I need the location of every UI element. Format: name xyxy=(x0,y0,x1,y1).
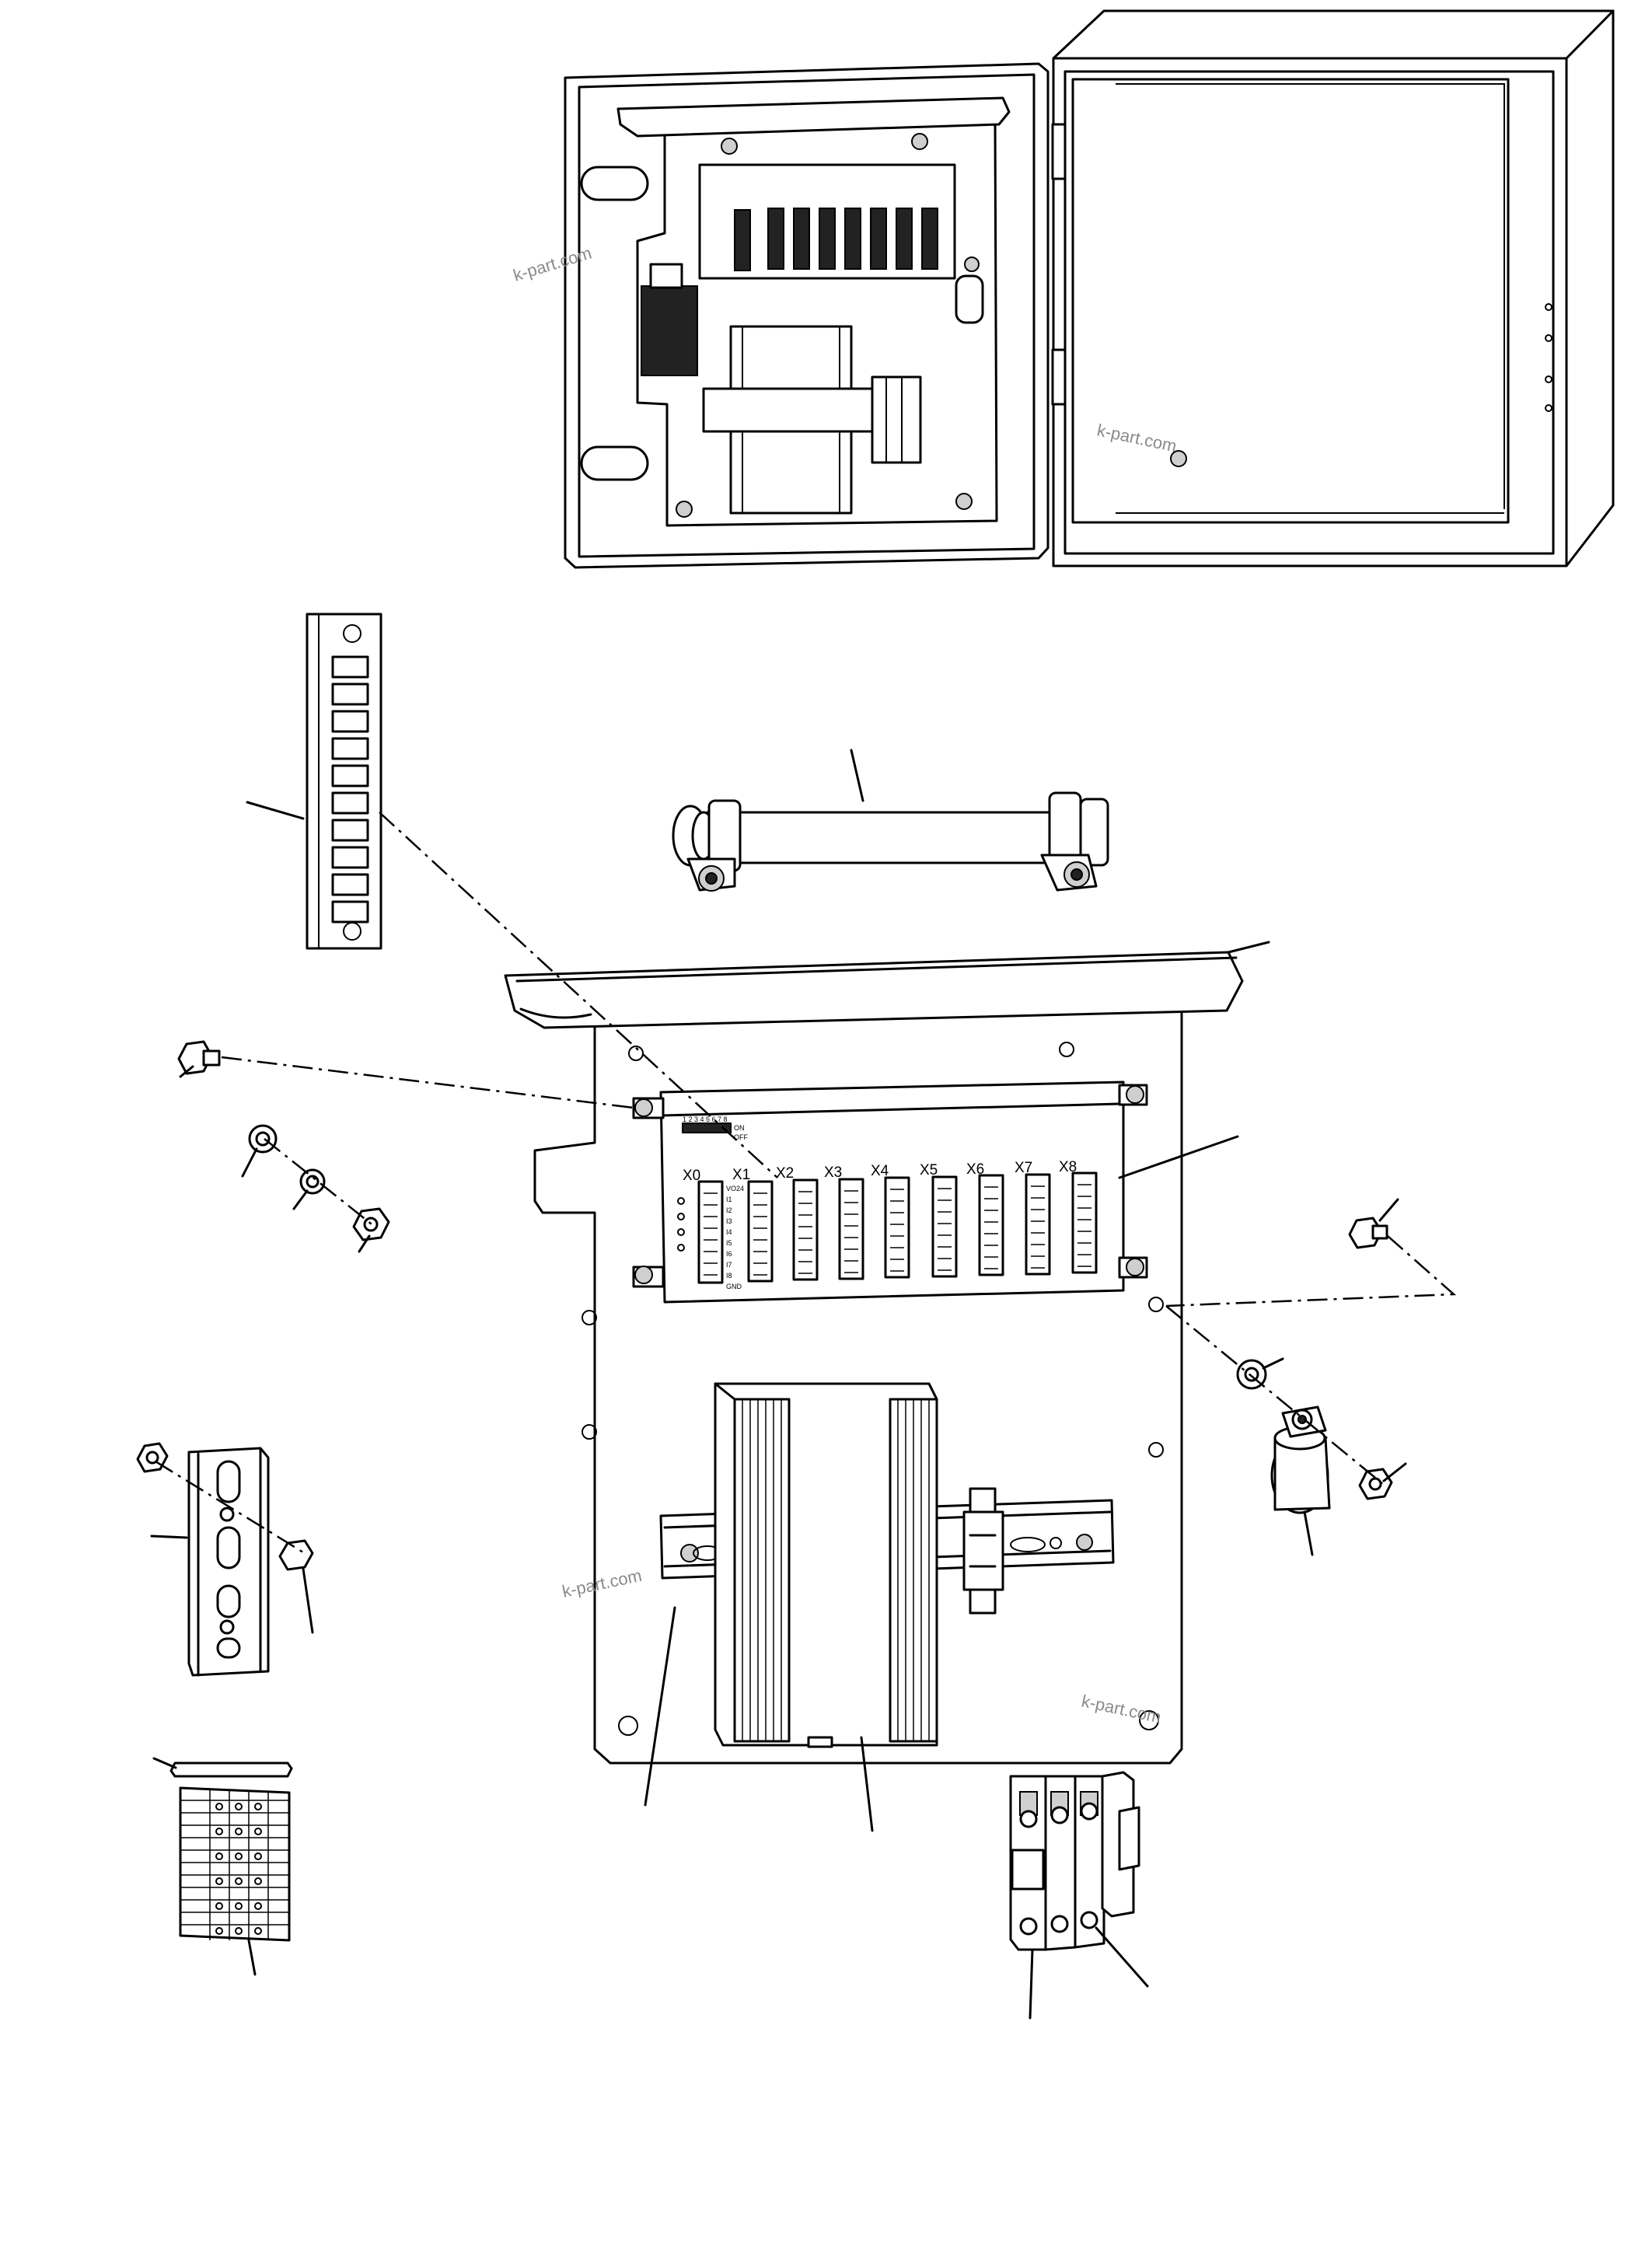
leader-screw xyxy=(302,1567,314,1634)
leader-terminal-strip xyxy=(246,801,305,820)
dip-on-label: ON xyxy=(734,1124,745,1132)
nut-right-part xyxy=(1358,1468,1393,1500)
dip-off-label: OFF xyxy=(734,1133,748,1141)
connector-label-x8: X8 xyxy=(1059,1159,1077,1175)
din-rail-part xyxy=(136,1442,314,1677)
leader-spring-washer xyxy=(292,1189,309,1210)
dip-switch: 1 2 3 4 5 6 7 8 ON OFF xyxy=(682,1116,748,1141)
leader-terminal-end xyxy=(1095,1926,1149,1988)
leader-washer-right xyxy=(1262,1357,1284,1370)
marker-strip-part xyxy=(169,1761,293,1942)
terminal-strip-part xyxy=(306,613,382,950)
washer-large-part xyxy=(248,1124,278,1154)
tube-clamp-part xyxy=(672,791,1109,892)
leader-din-rail xyxy=(150,1535,188,1539)
power-supply-part xyxy=(714,1382,938,1748)
pin-label: GND xyxy=(726,1283,742,1290)
fastener-set-left xyxy=(177,1040,390,1241)
leader-circuit-breaker xyxy=(1029,1948,1034,2020)
end-stop-part xyxy=(962,1487,1004,1615)
connector-blocks xyxy=(697,1171,1098,1284)
pin-label: I6 xyxy=(726,1250,732,1258)
leader-bolt-right xyxy=(1378,1198,1399,1222)
pin-label: I5 xyxy=(726,1239,732,1247)
spring-washer-part xyxy=(299,1168,326,1195)
io-module-part: 1 2 3 4 5 6 7 8 ON OFF X0 X1 X2 X3 X4 X5… xyxy=(632,1081,1148,1304)
connector-label-x5: X5 xyxy=(920,1162,938,1178)
pin-label: VO24 xyxy=(726,1185,744,1192)
connector-label-x6: X6 xyxy=(966,1161,984,1178)
leader-washer-large xyxy=(241,1147,258,1178)
status-leds xyxy=(677,1197,685,1252)
terminal-end-part xyxy=(1101,1771,1140,1918)
bolt-part xyxy=(177,1040,221,1075)
connector-label-x3: X3 xyxy=(824,1164,842,1181)
connector-label-x4: X4 xyxy=(871,1163,889,1179)
connector-label-x0: X0 xyxy=(683,1168,700,1184)
bolt-right-part xyxy=(1348,1217,1388,1249)
enclosure-assembly xyxy=(564,9,1615,569)
circuit-breaker-part xyxy=(1009,1775,1105,1951)
leader-marker-cover xyxy=(152,1757,177,1769)
connector-label-x2: X2 xyxy=(776,1165,794,1182)
enclosure-body xyxy=(1051,9,1615,567)
leader-power-supply xyxy=(860,1736,874,1832)
connector-label-x1: X1 xyxy=(732,1167,750,1183)
assembly-guides xyxy=(155,812,1457,1556)
leader-marker-strip xyxy=(247,1939,257,1976)
leader-rain-hood xyxy=(1227,941,1270,954)
pin-label: I8 xyxy=(726,1272,732,1280)
pin-label: I4 xyxy=(726,1228,732,1236)
dip-numbers: 1 2 3 4 5 6 7 8 xyxy=(683,1116,728,1123)
pin-label: I7 xyxy=(726,1261,732,1269)
connector-label-x7: X7 xyxy=(1015,1160,1032,1176)
pin-label: I3 xyxy=(726,1217,732,1225)
leader-cable-clamp xyxy=(1303,1510,1314,1556)
enclosure-door xyxy=(564,62,1050,569)
leader-bolt xyxy=(179,1065,194,1078)
pin-label: I1 xyxy=(726,1196,732,1203)
door-module-slots xyxy=(734,208,938,271)
fastener-set-right xyxy=(1236,1217,1393,1514)
pin-label: I2 xyxy=(726,1206,732,1214)
leader-tube xyxy=(850,749,864,802)
leader-io-module xyxy=(1118,1135,1239,1179)
pin-labels: VO24 I1 I2 I3 I4 I5 I6 I7 I8 GND xyxy=(726,1185,744,1290)
leader-din-rail-mounted xyxy=(644,1606,676,1807)
cable-clamp-part xyxy=(1270,1405,1331,1514)
leader-nut xyxy=(358,1234,371,1253)
leader-nut-right xyxy=(1382,1462,1407,1482)
